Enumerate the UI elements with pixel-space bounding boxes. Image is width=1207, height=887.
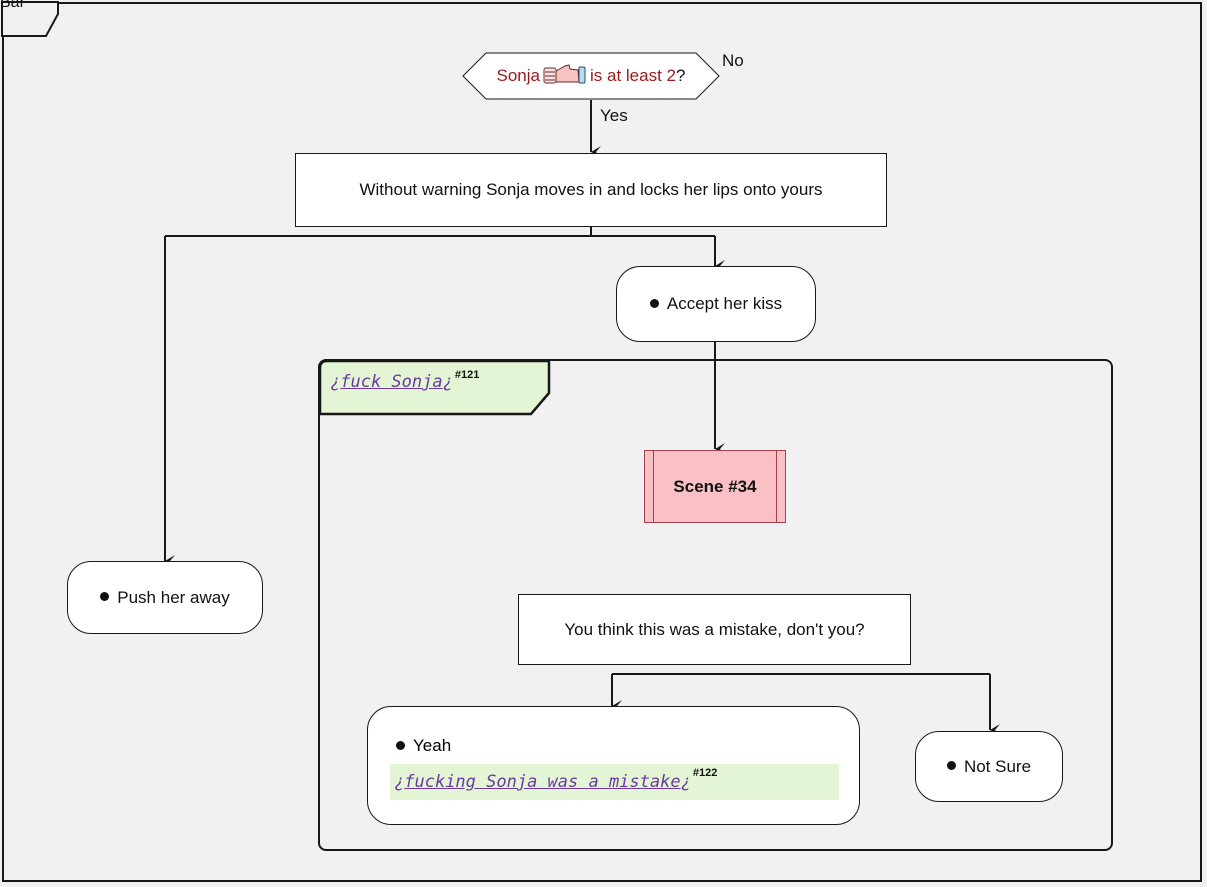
choice-not-sure-label: Not Sure: [963, 756, 1032, 776]
choice-yeah[interactable]: Yeah ¿fucking Sonja was a mistake¿#122: [367, 706, 860, 825]
yeah-link-ref: #122: [692, 767, 718, 779]
intro-text: Without warning Sonja moves in and locks…: [359, 180, 823, 199]
decision-diamond: [462, 52, 720, 100]
bullet-icon: [100, 592, 110, 601]
choice-yeah-label: Yeah: [413, 736, 452, 755]
group-title[interactable]: ¿fuck Sonja¿#121: [330, 369, 480, 392]
condition-text: is at least: [590, 66, 662, 85]
intro-action: Without warning Sonja moves in and locks…: [295, 153, 887, 227]
choice-accept-kiss[interactable]: Accept her kiss: [616, 266, 816, 342]
choice-push-away[interactable]: Push her away: [67, 561, 263, 634]
yeah-link-row[interactable]: ¿fucking Sonja was a mistake¿#122: [390, 764, 839, 800]
yeah-link[interactable]: fucking Sonja was a mistake: [404, 772, 681, 792]
group-ref: #121: [454, 369, 480, 381]
bullet-icon: [396, 741, 405, 751]
no-label: No: [722, 51, 744, 70]
bullet-icon: [946, 761, 956, 770]
decision-text: Sonja is at least 2 ?: [486, 63, 696, 90]
choice-accept-label: Accept her kiss: [666, 294, 783, 313]
question-text: You think this was a mistake, don't you?: [564, 619, 865, 639]
thumbs-up-icon: [543, 63, 587, 90]
question-action: You think this was a mistake, don't you?: [518, 594, 911, 665]
choice-not-sure[interactable]: Not Sure: [915, 731, 1063, 802]
bullet-icon: [649, 298, 659, 308]
condition-qmark: ?: [676, 66, 686, 85]
group-title-link[interactable]: fuck Sonja: [340, 372, 443, 392]
scene-label: Scene #34: [673, 476, 757, 496]
condition-value: 2: [666, 66, 677, 85]
scene-box[interactable]: Scene #34: [644, 450, 786, 523]
group-fuck-sonja: [318, 359, 1113, 851]
condition-subject: Sonja: [496, 66, 540, 85]
frame-title: Bar: [0, 0, 25, 11]
choice-push-label: Push her away: [117, 587, 230, 607]
group-tab: [318, 359, 551, 416]
yes-label: Yes: [600, 106, 628, 125]
frame-tab: [1, 1, 59, 37]
